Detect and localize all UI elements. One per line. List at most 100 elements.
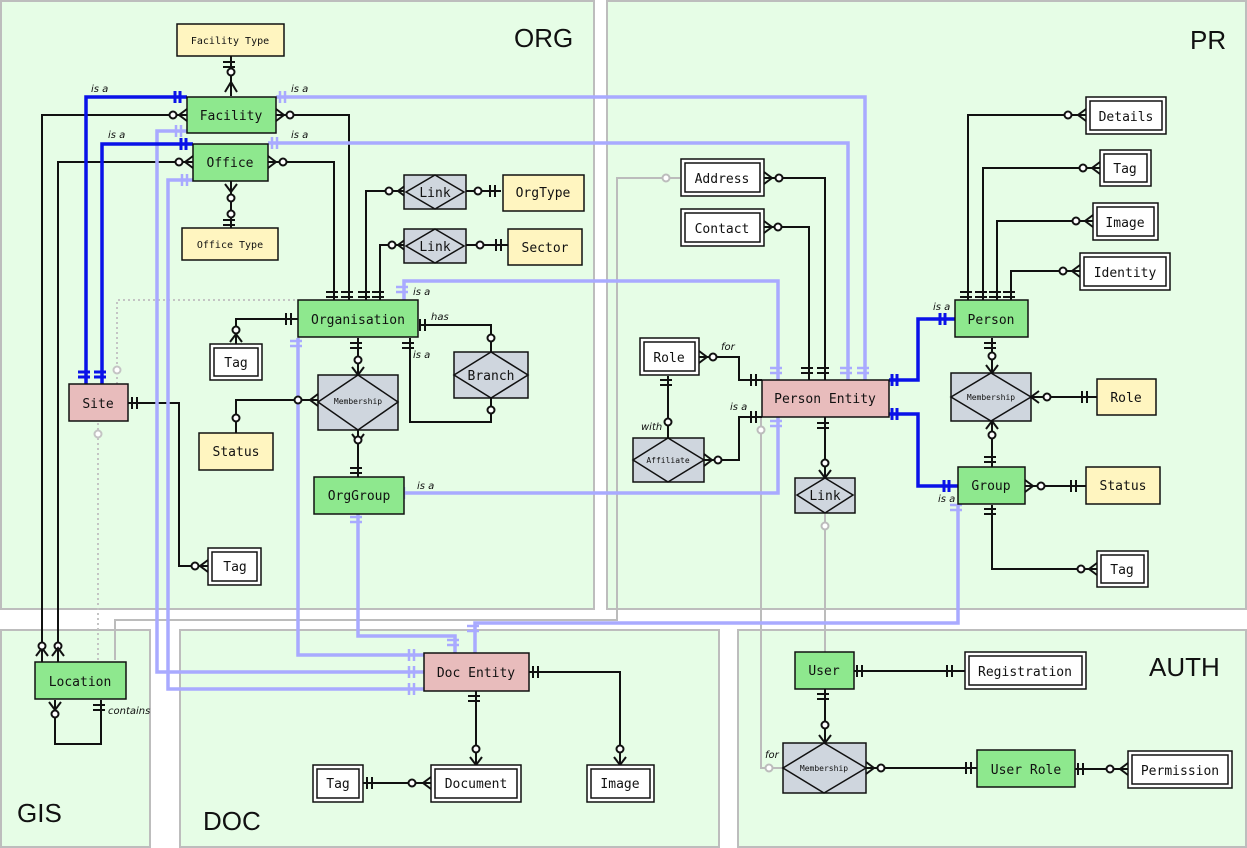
svg-text:Person Entity: Person Entity	[774, 392, 876, 407]
entity-location[interactable]: Location	[34, 661, 127, 700]
gis-zone-label: GIS	[17, 798, 62, 828]
caption-for-role: for	[721, 342, 736, 353]
relation-branch[interactable]: Branch	[452, 351, 530, 399]
doc-zone-label: DOC	[203, 806, 261, 836]
entity-facility[interactable]: Facility	[186, 96, 277, 134]
svg-text:Membership: Membership	[334, 397, 382, 406]
entity-tag-person[interactable]: Tag	[1099, 149, 1152, 187]
entity-role-group[interactable]: Role	[1096, 378, 1157, 416]
svg-text:Address: Address	[695, 172, 750, 187]
svg-text:Permission: Permission	[1141, 764, 1219, 779]
caption-isa-branch: is a	[413, 350, 430, 361]
svg-text:OrgGroup: OrgGroup	[328, 489, 391, 504]
entity-facility-type[interactable]: Facility Type	[176, 23, 285, 57]
svg-text:Tag: Tag	[1110, 563, 1133, 578]
gray-connectors	[97, 177, 826, 769]
svg-text:Doc Entity: Doc Entity	[437, 666, 515, 681]
caption-has: has	[431, 312, 449, 323]
entity-organisation[interactable]: Organisation	[297, 299, 419, 338]
entity-office-type[interactable]: Office Type	[181, 227, 279, 261]
entity-office[interactable]: Office	[192, 143, 269, 182]
svg-text:Link: Link	[419, 186, 450, 201]
entity-tag-group[interactable]: Tag	[1096, 550, 1149, 588]
entity-contact[interactable]: Contact	[680, 208, 765, 247]
caption-contains: contains	[108, 706, 150, 717]
entity-user-role[interactable]: User Role	[976, 749, 1076, 788]
svg-text:Office: Office	[207, 156, 254, 171]
pr-zone	[606, 0, 1247, 610]
relation-link-sector[interactable]: Link	[403, 228, 467, 264]
entity-tag-site[interactable]: Tag	[207, 547, 262, 586]
svg-text:Facility: Facility	[200, 109, 263, 124]
svg-text:Link: Link	[809, 489, 840, 504]
entity-permission[interactable]: Permission	[1127, 750, 1233, 789]
caption-isa-pe: is a	[730, 402, 747, 413]
svg-text:Details: Details	[1099, 110, 1154, 125]
relation-link-pr[interactable]: Link	[794, 477, 856, 514]
entity-status-group[interactable]: Status	[1085, 466, 1161, 505]
svg-text:Document: Document	[445, 777, 508, 792]
svg-text:Office Type: Office Type	[197, 240, 263, 251]
entity-user[interactable]: User	[794, 651, 855, 690]
svg-text:Role: Role	[653, 351, 684, 366]
entity-tag-org[interactable]: Tag	[209, 343, 263, 381]
entity-site[interactable]: Site	[68, 383, 129, 422]
caption-isa-org-top: is a	[413, 287, 430, 298]
relation-affiliate[interactable]: Affiliate	[631, 437, 706, 483]
svg-text:Tag: Tag	[224, 356, 247, 371]
entity-identity[interactable]: Identity	[1079, 252, 1171, 291]
entity-sector[interactable]: Sector	[507, 228, 583, 266]
relationship-captions: is a is a is a is a has is a is a is a f…	[91, 84, 955, 761]
svg-text:Tag: Tag	[326, 777, 349, 792]
entity-image-doc[interactable]: Image	[586, 764, 655, 803]
org-zone-label: ORG	[514, 23, 573, 53]
entity-document[interactable]: Document	[430, 764, 522, 803]
auth-zone-label: AUTH	[1149, 652, 1220, 682]
caption-isa-orggroup: is a	[417, 481, 434, 492]
caption-isa-person: is a	[933, 302, 950, 313]
caption-isa-facility-right: is a	[291, 84, 308, 95]
svg-text:Tag: Tag	[1113, 162, 1136, 177]
svg-text:Identity: Identity	[1094, 266, 1157, 281]
entity-tag-doc[interactable]: Tag	[312, 764, 364, 803]
svg-text:Link: Link	[419, 240, 450, 255]
caption-for-auth: for	[765, 750, 780, 761]
svg-text:Affiliate: Affiliate	[646, 456, 690, 465]
svg-text:User Role: User Role	[991, 763, 1062, 778]
caption-isa-office-left: is a	[108, 130, 125, 141]
svg-text:User: User	[808, 664, 839, 679]
svg-text:Sector: Sector	[522, 241, 569, 256]
entity-orggroup[interactable]: OrgGroup	[313, 476, 405, 515]
svg-text:Role: Role	[1110, 391, 1141, 406]
relation-link-orgtype[interactable]: Link	[403, 174, 467, 210]
caption-isa-facility-left: is a	[91, 84, 108, 95]
entity-role-pr[interactable]: Role	[639, 337, 700, 376]
entity-orgtype[interactable]: OrgType	[502, 174, 585, 212]
svg-text:Membership: Membership	[800, 764, 848, 773]
darkblue-connectors	[84, 95, 958, 488]
svg-text:Tag: Tag	[223, 560, 246, 575]
entity-registration[interactable]: Registration	[964, 651, 1087, 690]
relation-membership-pr[interactable]: Membership	[949, 372, 1033, 422]
entity-group[interactable]: Group	[957, 466, 1026, 505]
entity-details[interactable]: Details	[1085, 96, 1167, 135]
entity-doc-entity[interactable]: Doc Entity	[423, 652, 530, 692]
svg-text:Contact: Contact	[695, 222, 750, 237]
pr-zone-label: PR	[1190, 25, 1226, 55]
svg-text:Image: Image	[1105, 216, 1144, 231]
entity-person[interactable]: Person	[954, 299, 1029, 338]
relation-membership-auth[interactable]: Membership	[781, 742, 868, 794]
entity-image-person[interactable]: Image	[1092, 202, 1159, 241]
entity-status-org[interactable]: Status	[198, 432, 274, 471]
entity-person-entity[interactable]: Person Entity	[761, 379, 890, 418]
svg-text:Facility Type: Facility Type	[191, 36, 269, 47]
svg-text:Branch: Branch	[468, 369, 515, 384]
svg-text:Organisation: Organisation	[311, 313, 405, 328]
svg-text:Status: Status	[213, 445, 260, 460]
svg-text:Location: Location	[49, 675, 112, 690]
relation-membership-org[interactable]: Membership	[316, 374, 400, 431]
caption-isa-office-right: is a	[291, 130, 308, 141]
caption-isa-group: is a	[938, 494, 955, 505]
entity-address[interactable]: Address	[680, 158, 765, 197]
